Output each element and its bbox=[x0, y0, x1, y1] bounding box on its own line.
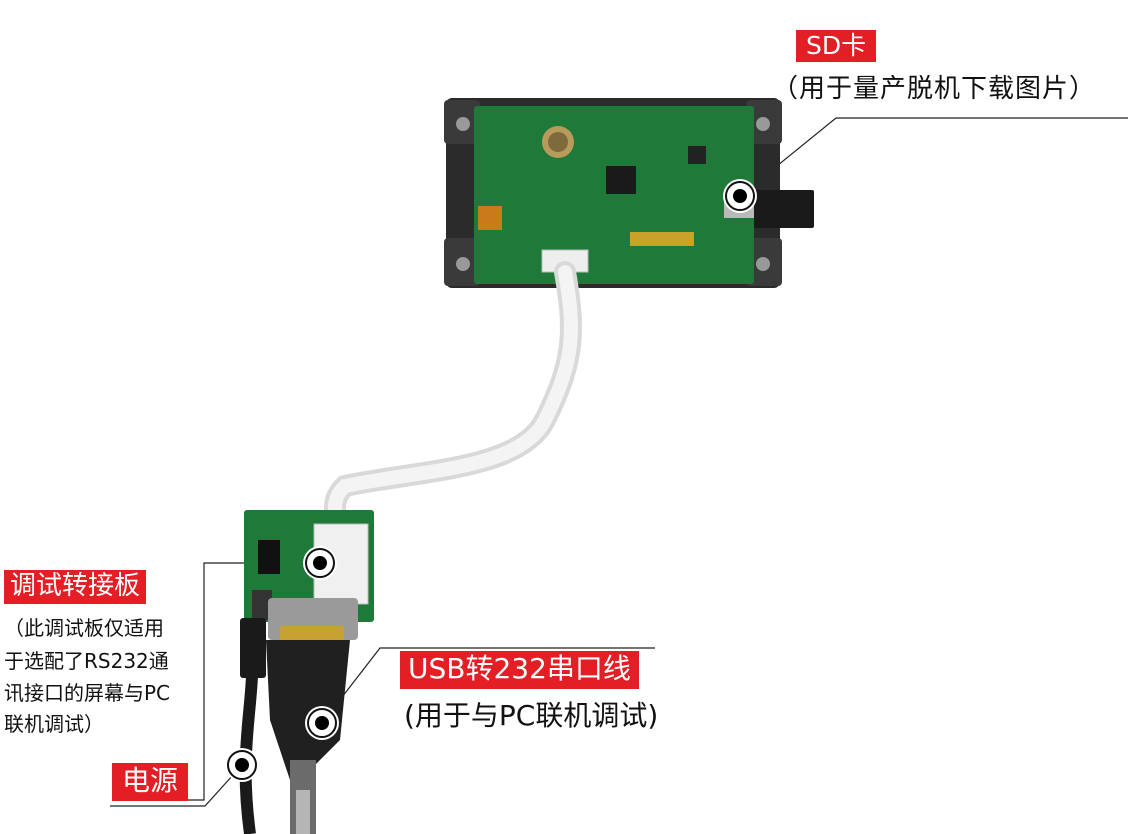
display-module bbox=[444, 98, 814, 288]
sd-card-title: SD卡 bbox=[796, 30, 877, 62]
usb-cable-title: USB转232串口线 bbox=[400, 651, 639, 689]
debug-board-note-line-3: 讯接口的屏幕与PC bbox=[4, 681, 171, 705]
sd-card-note: （用于量产脱机下载图片） bbox=[772, 74, 1097, 104]
debug-board-note-line-2: 于选配了RS232通 bbox=[4, 649, 169, 673]
power-cable bbox=[239, 618, 266, 834]
debug-board-note-line-1: （此调试板仅适用 bbox=[4, 616, 164, 640]
usb-cable-note: (用于与PC联机调试) bbox=[404, 699, 659, 732]
usb-cable-marker-icon bbox=[307, 708, 337, 738]
usb-serial-cable bbox=[266, 598, 358, 834]
debug-board-note-line-4: 联机调试） bbox=[4, 712, 104, 736]
ribbon-cable bbox=[324, 261, 582, 539]
sd-card-marker-icon bbox=[725, 181, 755, 211]
sd-card-leader-line bbox=[739, 117, 1128, 197]
debug-board-marker-icon bbox=[305, 548, 335, 578]
debug-board-title: 调试转接板 bbox=[4, 570, 147, 604]
power-marker-icon bbox=[227, 750, 257, 780]
power-title: 电源 bbox=[112, 763, 189, 801]
power-leader-line bbox=[110, 764, 243, 807]
